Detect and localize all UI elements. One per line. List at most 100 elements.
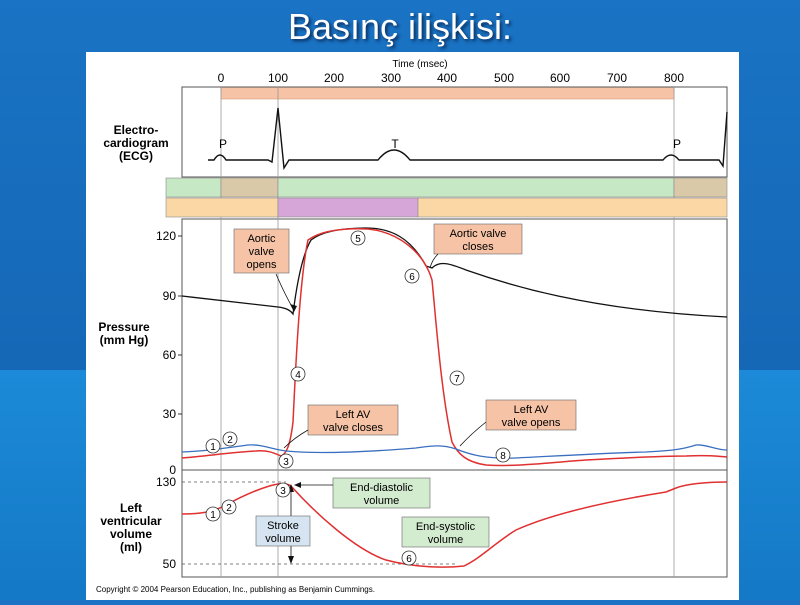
ecg-section: Electro- cardiogram (ECG) P T P [103,107,728,171]
arrowhead [290,304,297,312]
ecg-label: Electro- [114,123,159,137]
wiggers-svg: Time (msec) 0 100 200 300 400 500 600 70… [96,59,728,594]
marker-circle [290,366,306,382]
phase-bars [165,177,728,218]
volume-label: Left [120,501,142,515]
note-text: volume [265,533,300,545]
pressure-label: (mm Hg) [100,333,149,347]
note-text: End-diastolic [350,482,413,494]
marker-label: 2 [226,503,232,514]
arrow-av-opens [459,421,487,447]
phase-bar [277,197,419,218]
note-end-systolic-volume [401,516,490,548]
marker-label: 8 [500,451,506,462]
note-text: Aortic valve [450,228,507,240]
pressure-tick: 0 [169,463,176,477]
ecg-trace [208,107,728,171]
volume-panel-border [181,469,728,578]
pressure-section: Pressure (mm Hg) 120 90 60 30 0 Aortic v… [98,223,728,477]
note-end-diastolic-volume [332,477,431,509]
volume-section: Left ventricular volume (ml) 130 50 End-… [100,475,728,571]
arrow-av-closes [283,429,309,449]
marker-circle [222,431,238,447]
slide-title: Basınç ilişkisi: [287,6,513,47]
pressure-label: Pressure [98,320,150,334]
marker-label: 7 [454,374,460,385]
time-tick: 100 [268,71,288,85]
time-tick: 300 [381,71,401,85]
time-tick: 700 [607,71,627,85]
marker-circle [350,230,366,246]
ecg-p-label: P [673,137,681,151]
volume-tick: 130 [156,475,176,489]
marker-label: 6 [406,554,412,565]
arrowhead [288,556,294,564]
marker-circle [205,438,221,454]
marker-label: 1 [210,510,216,521]
note-text: Left AV [336,409,371,421]
time-axis: Time (msec) 0 100 200 300 400 500 600 70… [182,59,727,100]
marker-circle [401,550,417,566]
phase-bar [165,177,222,198]
marker-circle [221,499,237,515]
note-av-valve-closes [307,404,399,436]
note-text: volume [428,534,463,546]
note-av-valve-opens [485,399,577,431]
marker-label: 5 [355,234,361,245]
atrial-pressure-curve [181,444,728,459]
marker-circle [205,506,221,522]
arrowhead [294,482,301,488]
pressure-tick: 30 [163,407,177,421]
note-text: valve opens [502,417,561,429]
note-text: valve [249,246,275,258]
note-text: volume [364,495,399,507]
pressure-tick: 120 [156,229,176,243]
time-axis-label: Time (msec) [392,59,447,70]
marker-circle [404,268,420,284]
phase-bar [673,177,728,198]
ecg-panel-border [181,86,728,178]
arrow-aortic-closes [429,253,439,269]
pressure-tick: 90 [163,289,177,303]
note-text: valve closes [323,422,383,434]
note-aortic-valve-closes [433,223,523,255]
volume-curve [181,481,728,568]
time-tick: 200 [324,71,344,85]
note-text: End-systolic [416,521,476,533]
marker-label: 4 [295,370,301,381]
marker-circle [275,482,291,498]
marker-label: 3 [283,457,289,468]
ecg-label: cardiogram [103,136,168,150]
time-tick: 0 [218,71,225,85]
phase-bar [417,197,728,218]
phase-bar [277,177,675,198]
time-tick: 500 [494,71,514,85]
copyright-text: Copyright © 2004 Pearson Education, Inc.… [96,585,375,594]
ecg-label: (ECG) [119,149,153,163]
pressure-tick: 60 [163,348,177,362]
aortic-pressure-curve [181,227,728,318]
marker-label: 3 [280,486,286,497]
cycle-bar [220,86,675,100]
time-tick: 600 [550,71,570,85]
marker-circle [495,447,511,463]
ecg-t-label: T [391,137,399,151]
note-stroke-volume [255,515,311,547]
note-text: opens [247,259,277,271]
volume-label: ventricular [100,514,162,528]
note-aortic-valve-opens [233,228,290,274]
note-text: Aortic [247,233,276,245]
marker-label: 2 [227,435,233,446]
note-text: Left AV [514,404,549,416]
marker-label: 6 [409,272,415,283]
time-tick: 800 [664,71,684,85]
marker-circle [278,453,294,469]
phase-bar [165,197,279,218]
wiggers-diagram: Time (msec) 0 100 200 300 400 500 600 70… [86,52,739,600]
marker-label: 1 [210,442,216,453]
time-tick: 400 [437,71,457,85]
note-text: Stroke [267,520,299,532]
ecg-p-label: P [219,137,227,151]
note-text: closes [462,241,494,253]
volume-label: volume [110,527,152,541]
